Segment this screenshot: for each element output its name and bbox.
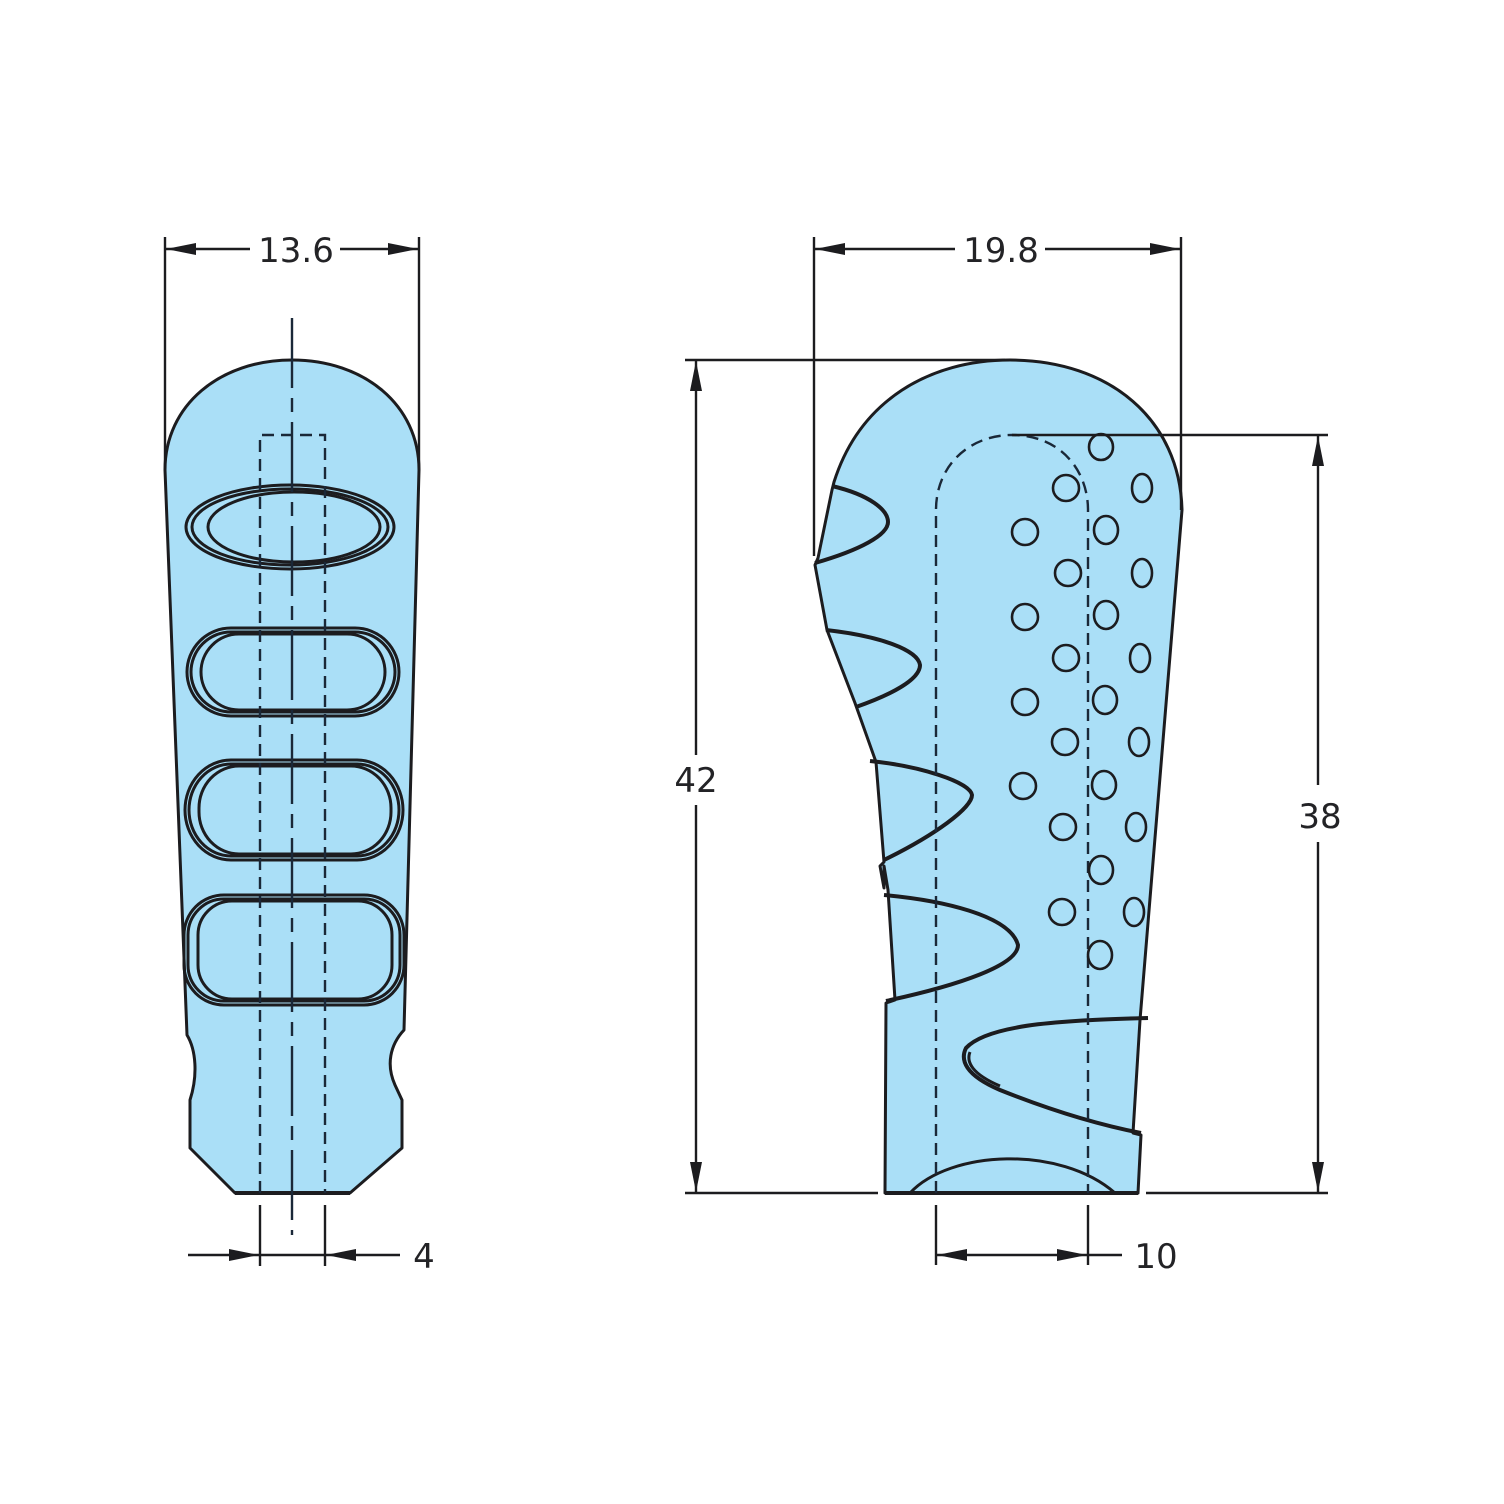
side-groove-3 xyxy=(869,759,975,862)
finger-groove-3 xyxy=(183,758,405,862)
dimension-side-bore-depth: 38 xyxy=(1012,433,1342,1195)
side-height-label: 42 xyxy=(674,761,717,801)
dimple xyxy=(1091,684,1119,716)
dimension-side-bore-dia: 10 xyxy=(934,1205,1178,1277)
dimension-side-height: 42 xyxy=(674,358,1005,1195)
front-view: 13.6 4 xyxy=(163,231,435,1277)
dimple xyxy=(1051,473,1081,503)
dimple xyxy=(1051,643,1081,673)
finger-groove-4 xyxy=(182,893,406,1007)
dimple xyxy=(1128,642,1152,674)
dimple xyxy=(1127,726,1151,758)
side-groove-4 xyxy=(883,893,1021,1003)
dimple xyxy=(1010,602,1040,632)
side-bore-dia-label: 10 xyxy=(1134,1237,1177,1277)
dimple xyxy=(1087,432,1115,462)
dimple xyxy=(1130,472,1154,504)
dimple xyxy=(1010,517,1040,547)
dimple xyxy=(1090,769,1118,801)
dimple xyxy=(1010,687,1040,717)
front-bore-label: 4 xyxy=(413,1237,435,1277)
finger-groove-1 xyxy=(184,483,396,571)
dimple xyxy=(1124,811,1148,843)
side-view-body xyxy=(813,358,1184,1195)
side-groove-2 xyxy=(825,628,923,709)
dimple xyxy=(1048,812,1078,842)
dimple xyxy=(1047,897,1077,927)
dimple xyxy=(1130,557,1154,589)
dimension-front-width: 13.6 xyxy=(163,231,421,470)
front-width-label: 13.6 xyxy=(258,231,334,271)
dimension-side-width: 19.8 xyxy=(812,231,1183,556)
side-width-label: 19.8 xyxy=(963,231,1039,271)
side-groove-5 xyxy=(961,1016,1149,1135)
dimple xyxy=(1122,896,1146,928)
dimple xyxy=(1050,727,1080,757)
dimple xyxy=(1053,558,1083,588)
side-groove-1 xyxy=(814,484,891,565)
dimple xyxy=(1086,939,1114,971)
dimension-front-bore: 4 xyxy=(188,1205,435,1277)
side-groove-5-inner xyxy=(967,1051,1001,1088)
dimple xyxy=(1008,771,1038,801)
side-bore-depth-label: 38 xyxy=(1298,797,1341,837)
side-view: 19.8 42 38 10 xyxy=(674,231,1341,1277)
dimple xyxy=(1092,599,1120,631)
side-base-arch xyxy=(908,1157,1116,1195)
dimple xyxy=(1092,514,1120,546)
dimple xyxy=(1087,854,1115,886)
